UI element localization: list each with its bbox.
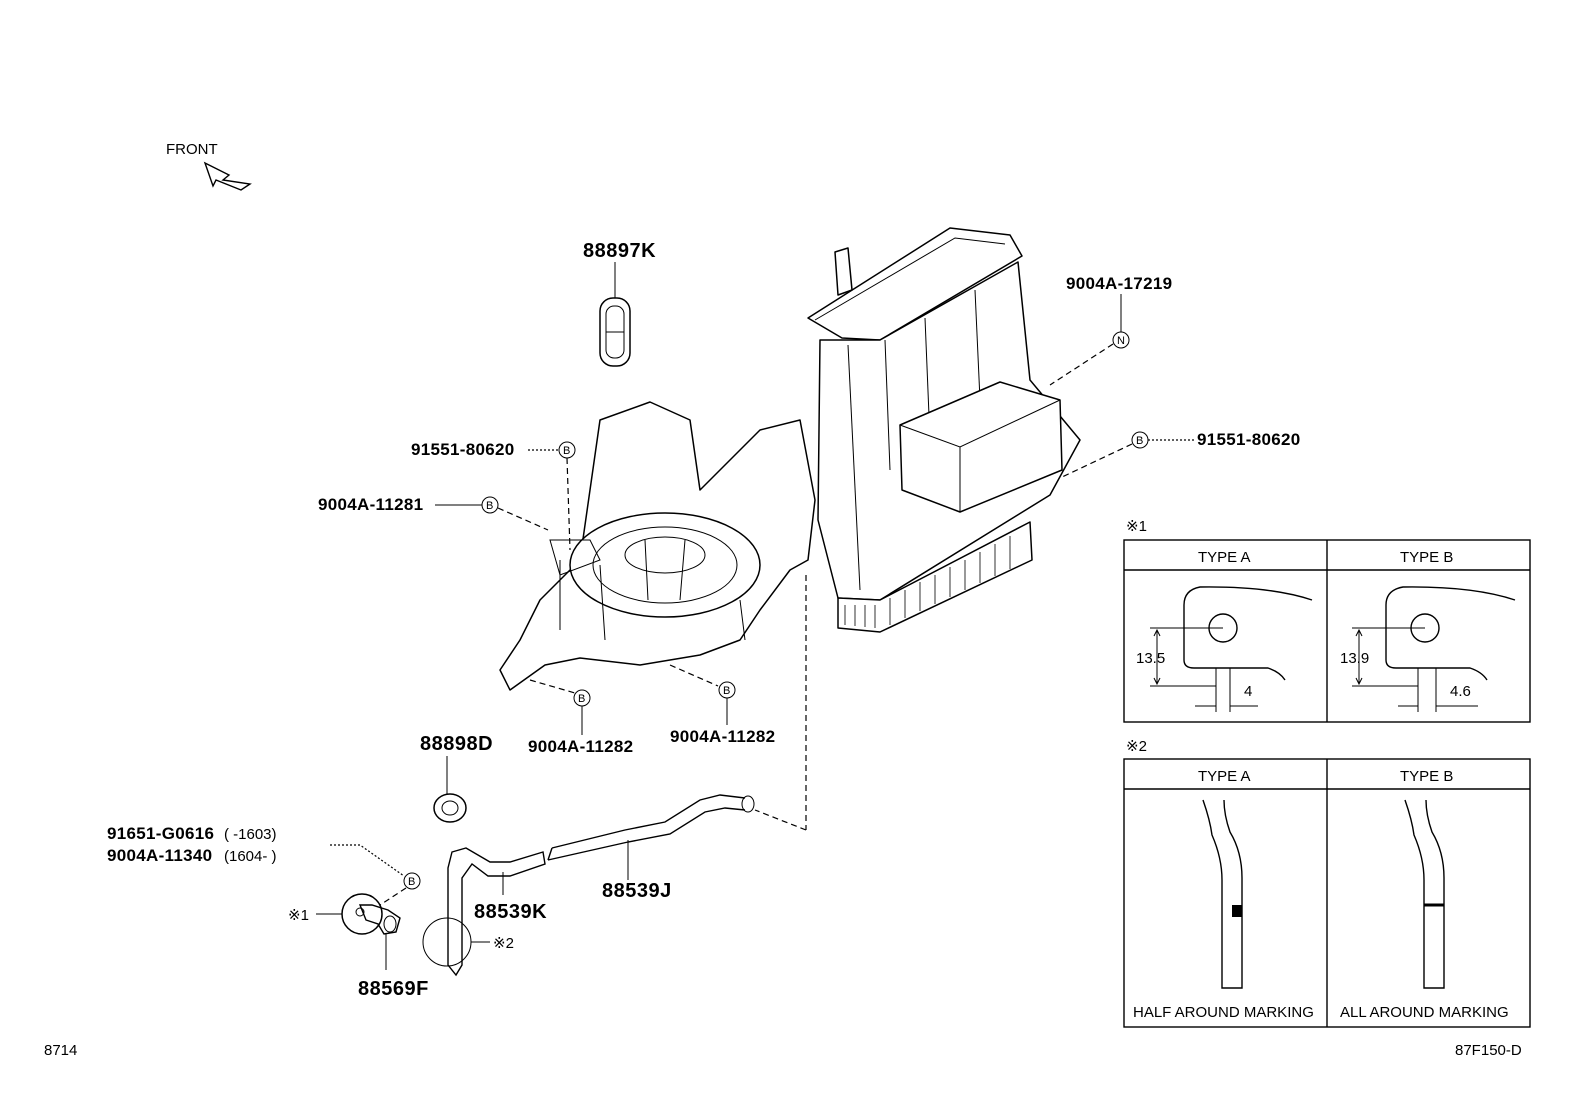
part-88539K-label: 88539K — [474, 901, 547, 923]
marker-b-text: B — [578, 693, 585, 705]
hose-all-around-marking — [1404, 799, 1445, 989]
part-88897K-grommet — [599, 297, 631, 367]
leader-line — [669, 664, 719, 687]
type-a-width: 4 — [1244, 683, 1252, 700]
detail-1-type-a: TYPE A — [1198, 549, 1251, 566]
leader-line — [497, 507, 549, 531]
type-b-width: 4.6 — [1450, 683, 1471, 700]
marker-n-icon — [1112, 331, 1130, 349]
marker-b-text: B — [723, 685, 730, 697]
marker-b-text: B — [1136, 435, 1143, 447]
note-1-marker: ※1 — [288, 907, 309, 924]
marker-b-icon — [481, 496, 499, 514]
ref-9004A-17219-label: 9004A-17219 — [1066, 274, 1172, 293]
ref-9004A-11340-range: (1604- ) — [224, 848, 277, 865]
detail-1-type-b: TYPE B — [1400, 549, 1453, 566]
hose-88539J — [547, 794, 755, 861]
type-b-height: 13.9 — [1340, 650, 1369, 667]
leader-line — [1059, 443, 1133, 479]
leader-line — [330, 844, 405, 877]
part-88539J-label: 88539J — [602, 880, 672, 902]
detail-2-label: ※2 — [1126, 738, 1147, 755]
marker-b-text: B — [408, 876, 415, 888]
ref-91651-G0616-label: 91651-G0616 — [107, 824, 214, 843]
leader-line — [754, 809, 807, 831]
detail-2-type-a: TYPE A — [1198, 768, 1251, 785]
hose-half-marking — [1202, 799, 1243, 989]
detail-2-type-b: TYPE B — [1400, 768, 1453, 785]
type-b-bracket — [1352, 586, 1516, 712]
diagram-code: 8714 — [44, 1042, 77, 1059]
type-a-height: 13.5 — [1136, 650, 1165, 667]
ref-9004A-11340-label: 9004A-11340 — [107, 846, 212, 865]
half-marking-mark — [1232, 905, 1242, 917]
marker-n-text: N — [1117, 335, 1125, 347]
part-88898D-label: 88898D — [420, 733, 493, 755]
ref-91551-80620-left-label: 91551-80620 — [411, 440, 515, 459]
marker-b-text: B — [563, 445, 570, 457]
note-2-marker: ※2 — [493, 935, 514, 952]
part-88569F-label: 88569F — [358, 978, 429, 1000]
part-88897K-label: 88897K — [583, 240, 656, 262]
clamp-88569F — [341, 893, 401, 935]
ref-91651-G0616-range: ( -1603) — [224, 826, 277, 843]
detail-circle-2 — [422, 917, 472, 967]
front-label: FRONT — [166, 141, 218, 158]
detail-2-caption-b: ALL AROUND MARKING — [1340, 1004, 1509, 1021]
heater-unit-illustration — [499, 227, 1081, 691]
ref-9004A-11281-label: 9004A-11281 — [318, 495, 423, 514]
part-88898D-grommet — [433, 793, 467, 823]
detail-2-table: ※2 TYPE A TYPE B HALF AROUND MARKING ALL… — [1123, 738, 1531, 1028]
detail-1-table: ※1 TYPE A TYPE B 13.5 4 — [1123, 518, 1531, 723]
marker-b-text: B — [486, 500, 493, 512]
ref-91551-80620-right-label: 91551-80620 — [1197, 430, 1301, 449]
marker-b-icon — [403, 872, 421, 890]
figure-code: 87F150-D — [1455, 1042, 1522, 1059]
front-arrow-icon — [203, 161, 252, 191]
leader-line — [529, 679, 576, 694]
type-a-bracket — [1150, 586, 1313, 712]
detail-1-label: ※1 — [1126, 518, 1147, 535]
detail-2-caption-a: HALF AROUND MARKING — [1133, 1004, 1314, 1021]
leader-line — [379, 887, 407, 906]
leader-line — [1049, 343, 1114, 386]
leader-line — [566, 457, 571, 551]
ref-9004A-11282-left-label: 9004A-11282 — [528, 737, 633, 756]
ref-9004A-11282-right-label: 9004A-11282 — [670, 727, 775, 746]
